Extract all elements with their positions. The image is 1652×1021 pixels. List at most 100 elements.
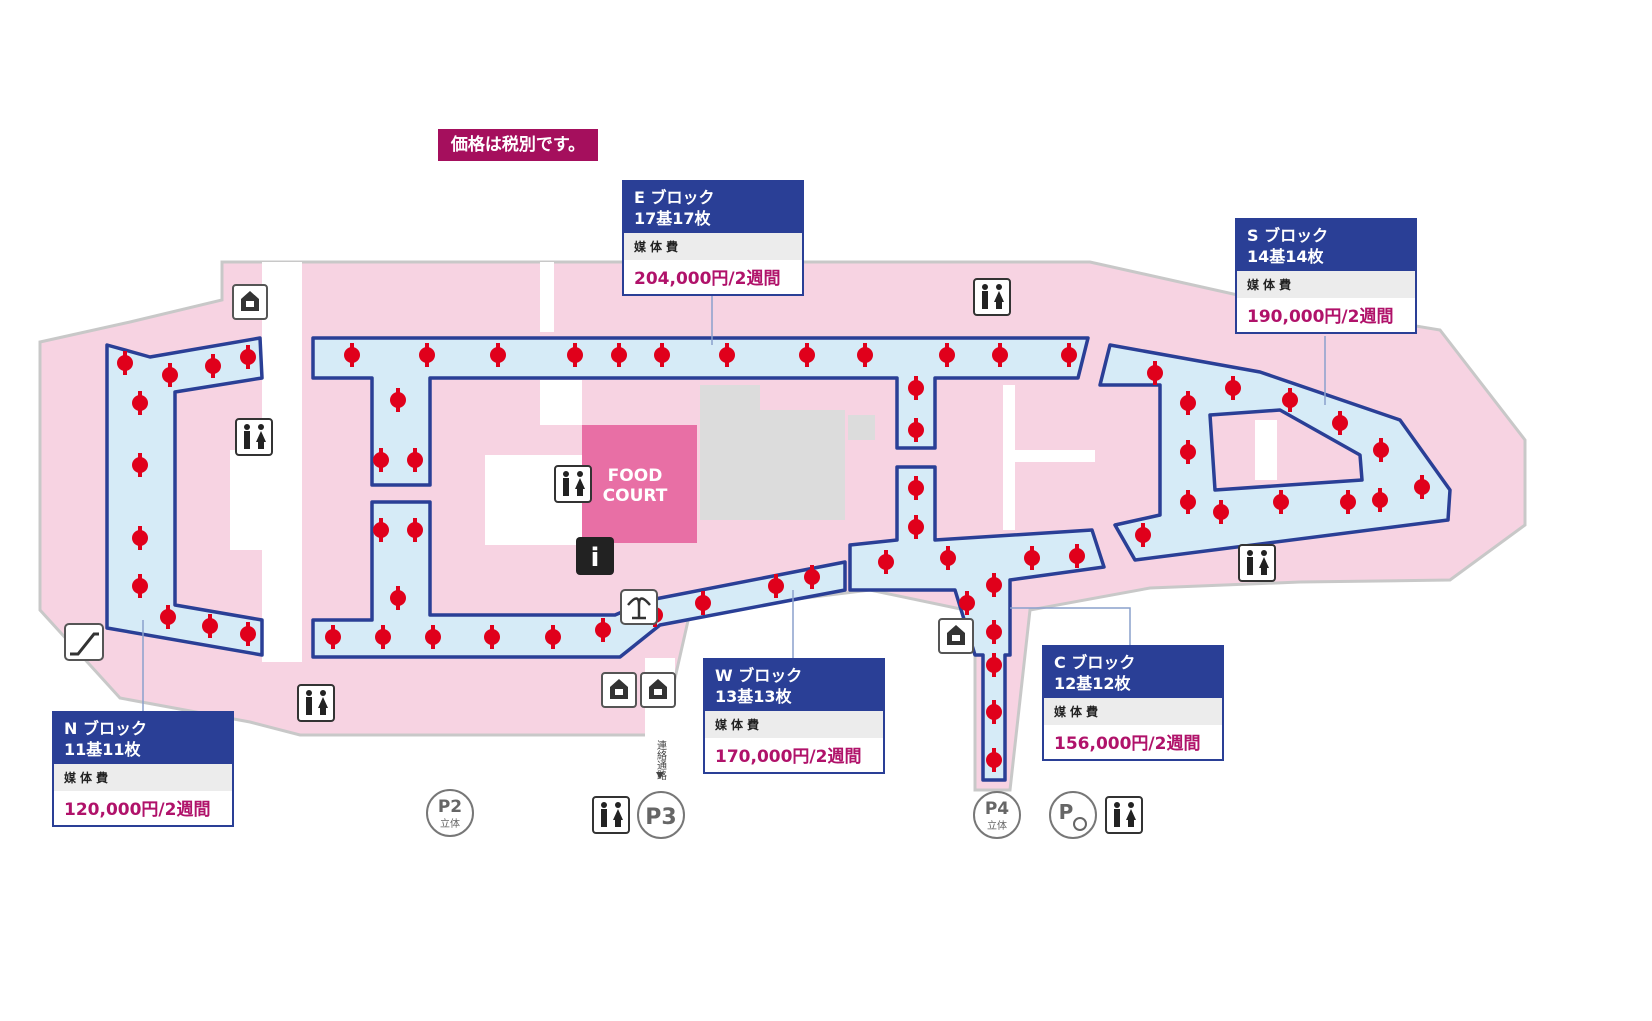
- signage-marker: [1135, 523, 1151, 547]
- block-count: 14基14枚: [1247, 247, 1324, 266]
- fee-label: 媒体費: [1044, 698, 1222, 725]
- corridor-w-block: [311, 500, 847, 659]
- signage-marker: [940, 546, 956, 570]
- signage-marker: [695, 591, 711, 615]
- information-icon: i: [576, 537, 614, 575]
- signage-marker: [1213, 500, 1229, 524]
- locker-icon: [938, 618, 974, 654]
- signage-marker: [373, 518, 389, 542]
- signage-marker: [1147, 361, 1163, 385]
- block-price: 120,000円/2週間: [64, 800, 211, 820]
- signage-marker: [117, 351, 133, 375]
- restroom-icon: [1238, 544, 1276, 582]
- food-court-label: FOOD: [608, 466, 663, 486]
- s-block-info: S ブロック 14基14枚 媒体費 190,000円/2週間: [1235, 218, 1417, 334]
- leader-lines: [142, 296, 1326, 712]
- signage-marker: [240, 622, 256, 646]
- fee-label: 媒体費: [54, 764, 232, 791]
- signage-marker: [1282, 388, 1298, 412]
- signage-marker: [162, 363, 178, 387]
- escalator-icon: [64, 623, 104, 661]
- svg-text:立体: 立体: [987, 819, 1007, 832]
- signage-marker: [1180, 440, 1196, 464]
- signage-marker: [132, 391, 148, 415]
- signage-marker: [986, 653, 1002, 677]
- block-price: 204,000円/2週間: [634, 269, 781, 289]
- block-name: W ブロック: [715, 666, 803, 685]
- corridor-e-block: [311, 336, 1090, 487]
- svg-text:P: P: [1059, 800, 1074, 824]
- signage-marker: [1373, 438, 1389, 462]
- block-count: 17基17枚: [634, 209, 711, 228]
- restroom-icon: [973, 278, 1011, 316]
- n-block-info: N ブロック 11基11枚 媒体費 120,000円/2週間: [52, 711, 234, 827]
- locker-icon: [232, 284, 268, 320]
- arrow-down-icon: [656, 772, 664, 779]
- signage-marker: [1180, 391, 1196, 415]
- signage-marker: [857, 343, 873, 367]
- signage-marker: [878, 550, 894, 574]
- block-count: 11基11枚: [64, 740, 141, 759]
- elevator-area: [848, 415, 875, 440]
- signage-marker: [1372, 488, 1388, 512]
- signage-marker: [1180, 490, 1196, 514]
- signage-marker: [986, 748, 1002, 772]
- signage-marker: [132, 526, 148, 550]
- fountain-icon: [620, 589, 658, 625]
- signage-marker: [375, 625, 391, 649]
- parking-p2-icon: P2 立体: [426, 789, 474, 837]
- signage-marker: [768, 574, 784, 598]
- restroom-icon: [297, 684, 335, 722]
- signage-marker: [804, 565, 820, 589]
- corridors: [105, 336, 1452, 782]
- corridor-c-block: [848, 465, 1106, 782]
- fee-label: 媒体費: [705, 711, 883, 738]
- signage-marker: [202, 614, 218, 638]
- food-court-area: [582, 425, 697, 543]
- signage-marker: [595, 618, 611, 642]
- fee-label: 媒体費: [624, 233, 802, 260]
- signage-marker: [132, 453, 148, 477]
- signage-marker: [992, 343, 1008, 367]
- signage-marker: [611, 343, 627, 367]
- signage-marker: [1273, 490, 1289, 514]
- signage-marker: [1225, 376, 1241, 400]
- svg-text:i: i: [591, 543, 600, 573]
- e-block-info: E ブロック 17基17枚 媒体費 204,000円/2週間: [622, 180, 804, 296]
- signage-marker: [390, 586, 406, 610]
- signage-marker: [1414, 475, 1430, 499]
- block-name: C ブロック: [1054, 653, 1136, 672]
- fee-label: 媒体費: [1237, 271, 1415, 298]
- signage-marker: [1061, 343, 1077, 367]
- signage-marker: [390, 388, 406, 412]
- signage-marker: [908, 418, 924, 442]
- block-name: S ブロック: [1247, 226, 1329, 245]
- restroom-icon: [235, 418, 273, 456]
- block-price: 170,000円/2週間: [715, 747, 862, 767]
- restroom-icon: [554, 465, 592, 503]
- signage-marker: [407, 448, 423, 472]
- signage-marker: [986, 620, 1002, 644]
- signage-marker: [132, 574, 148, 598]
- signage-marker: [545, 625, 561, 649]
- signage-marker: [425, 625, 441, 649]
- signage-marker: [373, 448, 389, 472]
- w-block-info: W ブロック 13基13枚 媒体費 170,000円/2週間: [703, 658, 885, 774]
- block-price: 190,000円/2週間: [1247, 307, 1394, 327]
- block-count: 13基13枚: [715, 687, 792, 706]
- signage-marker: [799, 343, 815, 367]
- accessible-parking-icon: P: [1049, 791, 1097, 839]
- signage-marker: [240, 345, 256, 369]
- block-name: N ブロック: [64, 719, 147, 738]
- svg-text:P2: P2: [438, 797, 462, 817]
- signage-marker: [490, 343, 506, 367]
- svg-text:P4: P4: [985, 799, 1009, 819]
- block-name: E ブロック: [634, 188, 715, 207]
- signage-marker: [1332, 411, 1348, 435]
- svg-text:立体: 立体: [440, 817, 460, 830]
- signage-marker: [567, 343, 583, 367]
- signage-marker: [419, 343, 435, 367]
- locker-icon: [640, 672, 676, 708]
